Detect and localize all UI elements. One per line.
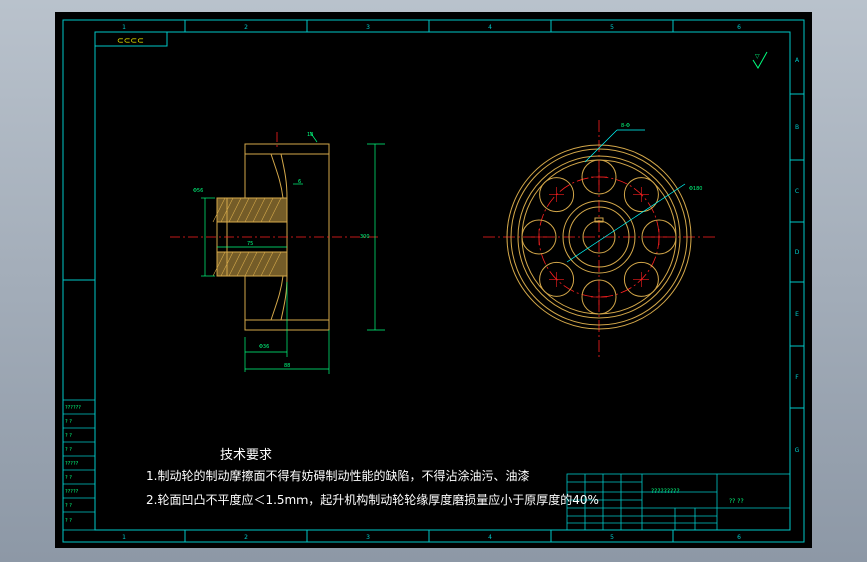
drawing-frame [62,19,805,543]
dim-overall-length: 88 [284,363,290,369]
side-table-cell: ? ? [65,433,72,439]
tech-requirements-title: 技术要求 [220,448,273,463]
dim-flange-width: 18 [307,132,313,138]
side-table-cell: ? ? [65,503,72,509]
side-table-cell: ? ? [65,447,72,453]
zone-right-b: B [795,124,799,131]
title-block: ????????? ?? ?? [566,473,791,531]
zone-right-f: F [795,374,799,381]
dim-pcd: Φ180 [689,186,702,192]
zone-top-4: 4 [488,24,492,31]
zone-top-2: 2 [244,24,248,31]
zone-top-6: 6 [737,24,741,31]
zone-right-a: A [795,57,800,64]
dim-keyway: 6 [298,179,301,185]
side-table: ?????? ? ? ? ? ? ? ????? ? ? ????? ? ? ?… [62,399,96,531]
corner-mark: ⊂⊂⊂⊂ [117,36,144,45]
zone-right-g: G [795,447,800,454]
side-table-cell: ????? [65,489,79,495]
side-table-cell: ????? [65,461,79,467]
front-view: 8-Φ Φ180 [483,120,715,360]
zone-right-e: E [795,311,799,318]
zone-bottom-2: 2 [244,534,248,541]
zone-bottom-6: 6 [737,534,741,541]
tech-requirement-1: 1.制动轮的制动摩擦面不得有妨碍制动性能的缺陷，不得沾涂油污、油漆 [146,469,530,483]
roughness-note: ▽ [755,53,760,60]
title-block-drawing-no: ?? ?? [729,498,744,505]
side-table-cell: ? ? [65,419,72,425]
tech-requirement-2: 2.轮面凹凸不平度应＜1.5mｍ，起升机构制动轮轮缘厚度磨损量应小于原厚度的40… [146,493,599,507]
cad-drawing-canvas: 1 2 3 4 5 6 1 2 3 4 5 6 A B C D E F G ⊂⊂… [55,12,812,548]
side-table-cell: ? ? [65,475,72,481]
dim-hole-circle: 8-Φ [621,123,630,129]
zone-top-1: 1 [122,24,126,31]
zone-top-5: 5 [610,24,614,31]
side-table-cell: ?????? [65,405,81,411]
dim-bore-length: 75 [247,241,253,247]
zone-bottom-1: 1 [122,534,126,541]
zone-right-c: C [795,188,799,195]
title-block-part-name: ????????? [651,488,680,495]
zone-right-d: D [795,249,800,256]
zone-top-3: 3 [366,24,370,31]
dim-hub-bore: Φ56 [193,188,203,194]
dim-outer-dia: 300 [360,234,370,240]
dim-hub-length: Φ36 [259,344,269,350]
side-table-cell: ? ? [65,518,72,524]
corner-mark-box: ⊂⊂⊂⊂ [94,31,168,47]
roughness-symbol: ▽ [752,51,768,69]
zone-bottom-4: 4 [488,534,492,541]
zone-bottom-5: 5 [610,534,614,541]
zone-bottom-3: 3 [366,534,370,541]
zone-labels: 1 2 3 4 5 6 1 2 3 4 5 6 A B C D E F G [122,24,800,541]
side-section-view: 18 Φ56 6 75 Φ36 88 300 [170,131,385,374]
